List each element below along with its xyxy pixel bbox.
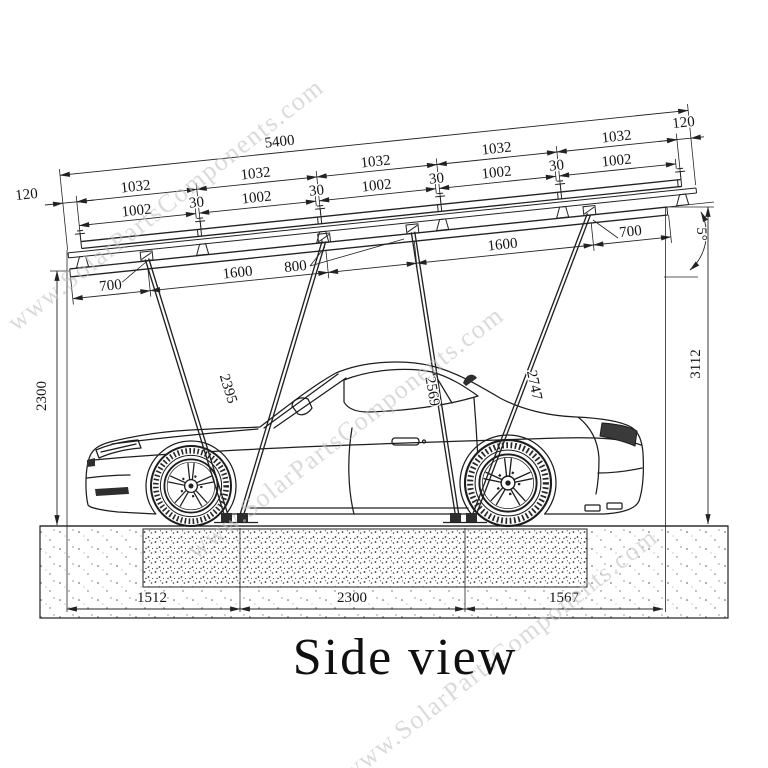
dim-leg-length-3: 2747: [523, 369, 545, 402]
angle-arc: [689, 211, 708, 271]
dim-panel-pitch-4: 1032: [481, 139, 513, 158]
angle-ref-slant: [666, 201, 715, 208]
watermark-text-2: www.SolarPartsComponents.com: [182, 300, 509, 565]
car-trunk-seam: [577, 416, 600, 495]
dim-overall-width: 5400: [264, 132, 296, 151]
car-exhaust-right: [606, 502, 623, 510]
car-door-handle: [391, 437, 420, 446]
dim-right-margin: 120: [672, 114, 696, 132]
dim-foundation-1: 1512: [137, 590, 167, 606]
beam-extension-ticks: [70, 214, 672, 305]
carport-structure: [67, 167, 698, 524]
dim-leg-length-2: 2569: [421, 375, 442, 407]
anchor-plates: [214, 513, 487, 524]
car-door-line: [348, 427, 355, 515]
dim-beam-segment-5: 700: [619, 223, 643, 241]
car-bumper-line: [86, 474, 131, 479]
car-rear-bumper-crease: [597, 467, 643, 474]
car-headlight: [95, 439, 142, 459]
dim-leg-length-1: 2395: [216, 372, 240, 405]
dim-beam-segment-2: 1600: [222, 263, 254, 282]
car-antenna-fin: [463, 374, 477, 386]
car-fog-slot: [95, 487, 129, 496]
dim-tilt-angle: 5°: [693, 227, 709, 241]
leg-3: [410, 231, 461, 522]
dim-module-width-3: 1002: [361, 176, 393, 195]
dim-beam-segment-3: 800: [284, 258, 308, 276]
dim-module-width-2: 1002: [241, 188, 273, 207]
dim-panel-gap-1: 30: [188, 194, 205, 211]
car-drawing: [85, 361, 644, 526]
dim-height-rear: 3112: [688, 349, 704, 378]
dim-foundation-2: 2300: [337, 590, 367, 606]
car-windshield: [263, 373, 347, 429]
dim-module-width-4: 1002: [481, 163, 513, 182]
car-hood-line: [111, 428, 259, 445]
support-beam: [69, 204, 669, 278]
dim-panel-pitch-3: 1032: [360, 152, 392, 171]
car-body-outline: [85, 361, 644, 515]
dim-module-width-5: 1002: [601, 151, 633, 170]
dim-panel-pitch-1: 1032: [120, 177, 152, 196]
dim-foundation-3: 1567: [549, 590, 580, 606]
dim-beam-segment-4: 1600: [487, 235, 519, 254]
car-keyhole: [421, 439, 427, 444]
car-taillight: [599, 422, 638, 447]
car-grille: [87, 458, 95, 467]
beam-mount-feet: [139, 204, 597, 262]
drawing-title: Side view: [293, 629, 518, 686]
dim-beam-segment-1: 700: [99, 277, 123, 295]
beam-dim-leaders: [119, 219, 619, 285]
foundation: [39, 525, 729, 619]
car-mirror: [291, 397, 313, 416]
car-exhaust-left: [584, 504, 601, 512]
dimension-annotations: 5400 120 120 1032 1032 1032 1032 1032 10…: [13, 103, 715, 612]
leg-1: [144, 258, 231, 522]
dim-panel-gap-3: 30: [428, 170, 445, 187]
car-side-windows: [343, 368, 479, 413]
dim-panel-pitch-2: 1032: [240, 164, 272, 183]
panel-gap-ticks: [196, 179, 679, 237]
dim-panel-gap-4: 30: [548, 157, 565, 174]
dim-panel-pitch-5: 1032: [601, 127, 633, 146]
dim-module-width-1: 1002: [121, 201, 153, 220]
car-rear-wheel: [465, 440, 551, 526]
dim-left-margin: 120: [15, 186, 39, 204]
dim-panel-gap-2: 30: [308, 182, 325, 199]
dim-height-front: 2300: [34, 381, 50, 411]
module-extension-lines: [75, 133, 682, 240]
